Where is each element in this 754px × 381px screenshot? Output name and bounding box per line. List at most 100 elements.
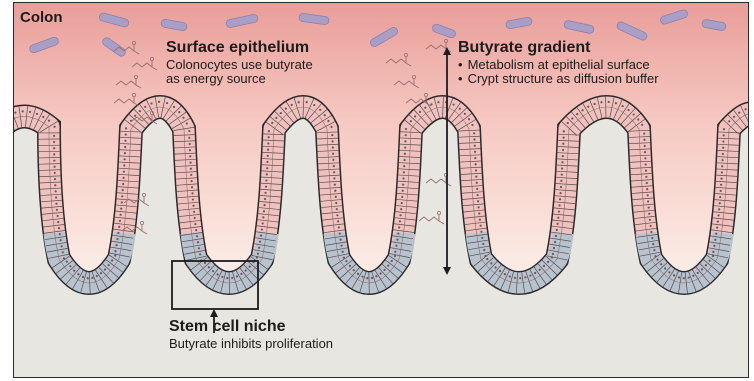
cell-nucleus (721, 165, 723, 167)
cell-nucleus (562, 155, 564, 157)
cell-nucleus (644, 151, 646, 153)
cell-nucleus (264, 192, 266, 194)
cell-nucleus (722, 140, 724, 142)
cell-nucleus (558, 204, 560, 206)
cell-nucleus (646, 188, 648, 190)
cell-nucleus (204, 262, 206, 264)
cell-nucleus (58, 227, 60, 229)
cell-nucleus (264, 198, 266, 200)
cell-nucleus (338, 226, 340, 228)
cell-nucleus (383, 269, 385, 271)
cell-nucleus (648, 213, 650, 215)
cell-nucleus (473, 138, 475, 140)
cell-nucleus (683, 277, 685, 279)
cell-nucleus (259, 241, 261, 243)
cell-nucleus (717, 220, 719, 222)
cell-nucleus (562, 149, 564, 151)
cell-nucleus (275, 117, 277, 119)
cell-nucleus (477, 200, 479, 202)
cell-nucleus (474, 151, 476, 153)
cell-nucleus (651, 237, 653, 239)
cell-nucleus (208, 266, 210, 268)
cell-nucleus (529, 274, 531, 276)
cell-nucleus (561, 174, 563, 176)
cell-nucleus (245, 269, 247, 271)
cell-nucleus (644, 157, 646, 159)
cell-nucleus (257, 253, 259, 255)
cell-nucleus (87, 277, 89, 279)
cell-nucleus (475, 169, 477, 171)
cell-nucleus (192, 205, 194, 207)
cell-nucleus (371, 277, 373, 279)
cell-nucleus (647, 200, 649, 202)
cell-nucleus (424, 107, 426, 109)
cell-nucleus (641, 124, 643, 126)
cell-nucleus (122, 183, 124, 185)
cell-nucleus (387, 265, 389, 267)
cell-nucleus (514, 277, 516, 279)
cell-nucleus (178, 111, 180, 113)
cell-nucleus (285, 108, 287, 110)
cell-nucleus (265, 179, 267, 181)
cell-nucleus (139, 110, 141, 112)
cell-nucleus (188, 137, 190, 139)
cell-nucleus (396, 239, 398, 241)
cell-nucleus (57, 221, 59, 223)
cell-nucleus (236, 275, 238, 277)
cell-nucleus (55, 203, 57, 205)
cell-nucleus (437, 101, 439, 103)
cell-nucleus (474, 145, 476, 147)
cell-nucleus (216, 273, 218, 275)
cell-nucleus (190, 168, 192, 170)
cell-nucleus (581, 109, 583, 111)
cell-nucleus (342, 251, 344, 253)
cell-nucleus (121, 195, 123, 197)
cell-nucleus (349, 265, 351, 267)
cell-nucleus (345, 260, 347, 262)
cell-nucleus (29, 111, 31, 113)
cell-nucleus (335, 202, 337, 204)
cell-nucleus (120, 214, 122, 216)
cell-nucleus (173, 106, 175, 108)
cell-nucleus (260, 235, 262, 237)
cell-nucleus (608, 101, 610, 103)
cell-nucleus (430, 103, 432, 105)
cell-nucleus (125, 127, 127, 129)
cell-nucleus (519, 277, 521, 279)
cell-nucleus (453, 103, 455, 105)
cell-nucleus (56, 209, 58, 211)
cell-nucleus (701, 268, 703, 270)
cell-nucleus (728, 120, 730, 122)
cell-nucleus (478, 212, 480, 214)
cell-nucleus (476, 182, 478, 184)
cell-nucleus (53, 126, 55, 128)
cell-nucleus (197, 241, 199, 243)
cell-nucleus (340, 245, 342, 247)
cell-nucleus (571, 117, 573, 119)
cell-nucleus (721, 159, 723, 161)
cell-nucleus (560, 180, 562, 182)
cell-nucleus (722, 147, 724, 149)
cell-nucleus (334, 183, 336, 185)
cell-nucleus (615, 102, 617, 104)
cell-nucleus (656, 259, 658, 261)
cell-nucleus (53, 159, 55, 161)
cell-nucleus (108, 264, 110, 266)
cell-nucleus (357, 273, 359, 275)
cell-nucleus (650, 231, 652, 233)
cell-nucleus (267, 155, 269, 157)
stem-cell-niche-title: Stem cell niche (169, 318, 286, 336)
cell-nucleus (738, 112, 740, 114)
surface-desc-line-2: as energy source (166, 72, 313, 86)
cell-nucleus (333, 165, 335, 167)
cell-nucleus (54, 172, 56, 174)
gradient-bullet-crypt-buffer: Crypt structure as diffusion buffer (458, 72, 659, 86)
cell-nucleus (335, 196, 337, 198)
cell-nucleus (324, 114, 326, 116)
cell-nucleus (395, 245, 397, 247)
cell-nucleus (644, 145, 646, 147)
cell-nucleus (62, 251, 64, 253)
cell-nucleus (403, 159, 405, 161)
cell-nucleus (91, 277, 93, 279)
cell-nucleus (53, 141, 55, 143)
